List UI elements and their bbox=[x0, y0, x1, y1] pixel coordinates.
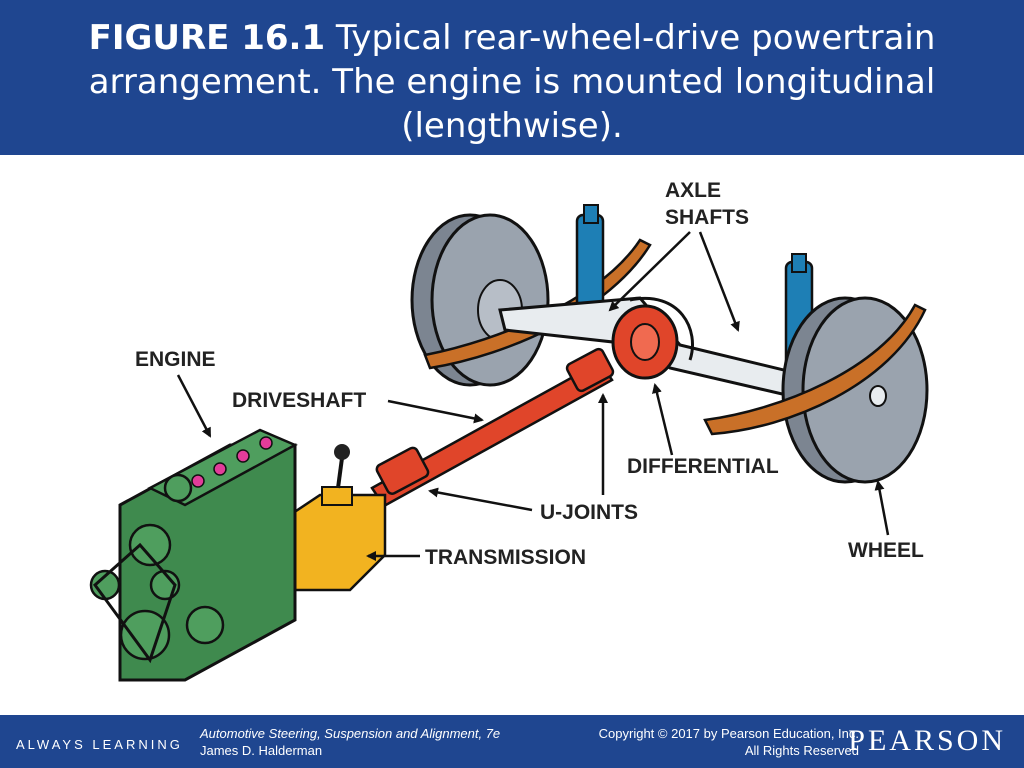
book-author: James D. Halderman bbox=[200, 743, 323, 758]
leader-arrows bbox=[176, 231, 890, 561]
engine bbox=[89, 428, 298, 682]
always-learning-tagline: ALWAYS LEARNING bbox=[16, 737, 183, 752]
label-axle-shafts-line1: AXLE bbox=[665, 179, 721, 202]
label-axle-shafts-line2: SHAFTS bbox=[665, 206, 749, 229]
transmission bbox=[288, 444, 387, 592]
arrow-wheel bbox=[874, 480, 890, 536]
rights-line: All Rights Reserved bbox=[744, 743, 859, 758]
slide-title: FIGURE 16.1 Typical rear-wheel-drive pow… bbox=[30, 16, 994, 148]
arrow-axle-to-right-shaft bbox=[698, 231, 740, 332]
pearson-logo: PEARSON bbox=[848, 724, 1006, 757]
right-leaf-spring bbox=[703, 303, 927, 436]
copyright-notice: Copyright © 2017 by Pearson Education, I… bbox=[599, 725, 859, 759]
arrow-axle-to-left-shaft bbox=[608, 231, 691, 312]
label-wheel: WHEEL bbox=[848, 539, 924, 562]
differential bbox=[611, 304, 679, 380]
arrow-differential bbox=[652, 383, 674, 456]
label-u-joints: U-JOINTS bbox=[540, 501, 638, 524]
driveshaft bbox=[370, 347, 615, 508]
book-title: Automotive Steering, Suspension and Alig… bbox=[200, 726, 501, 741]
label-driveshaft: DRIVESHAFT bbox=[232, 389, 366, 412]
arrow-ujoint-front bbox=[428, 487, 533, 512]
slide-footer: ALWAYS LEARNING Automotive Steering, Sus… bbox=[0, 715, 1024, 768]
left-shock-absorber bbox=[575, 204, 605, 312]
label-transmission: TRANSMISSION bbox=[425, 546, 586, 569]
label-differential: DIFFERENTIAL bbox=[627, 455, 779, 478]
copyright-line: Copyright © 2017 by Pearson Education, I… bbox=[598, 726, 859, 741]
left-leaf-spring bbox=[423, 238, 652, 370]
book-credit: Automotive Steering, Suspension and Alig… bbox=[200, 725, 500, 759]
label-engine: ENGINE bbox=[135, 348, 216, 371]
figure-caption: Typical rear-wheel-drive powertrain arra… bbox=[88, 18, 936, 146]
arrow-engine bbox=[176, 374, 212, 438]
slide-header: FIGURE 16.1 Typical rear-wheel-drive pow… bbox=[0, 0, 1024, 155]
arrow-driveshaft bbox=[387, 399, 484, 424]
figure-number: FIGURE 16.1 bbox=[88, 18, 326, 58]
powertrain-diagram: AXLE SHAFTS ENGINE DRIVESHAFT DIFFERENTI… bbox=[89, 179, 929, 682]
